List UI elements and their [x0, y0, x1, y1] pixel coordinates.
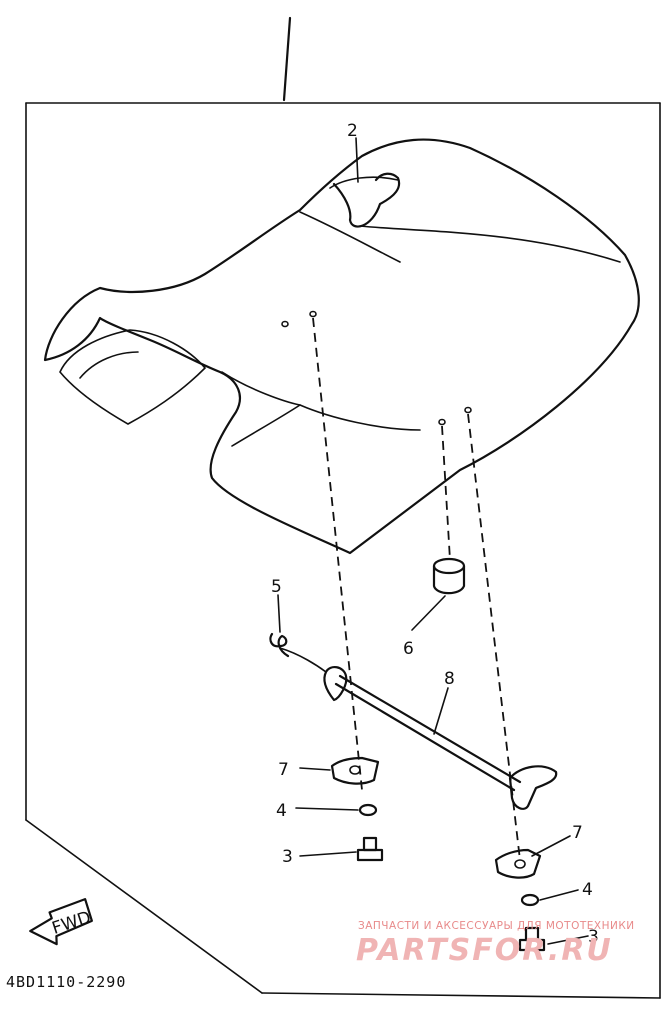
callout-labels: 2 5 6 8 7 4 3 7 4 3: [271, 121, 599, 947]
callout-2: 2: [347, 121, 358, 141]
watermark: ЗАПЧАСТИ И АКСЕССУАРЫ ДЛЯ МОТОТЕХНИКИ PA…: [356, 920, 635, 968]
part-6-damper: [432, 557, 466, 595]
part-3-bolt-right: [518, 926, 546, 952]
callout-3-right: 3: [588, 927, 599, 947]
callout-leaders: [295, 137, 589, 945]
part-4-washer-right: [520, 893, 540, 907]
fwd-arrow-icon: FWD: [29, 898, 94, 946]
callout-4-right: 4: [582, 880, 593, 900]
callout-7-left: 7: [278, 760, 289, 780]
callout-4-left: 4: [276, 801, 287, 821]
part-4-washer-left: [358, 803, 378, 817]
watermark-logo: PARTSFOR.RU: [356, 933, 613, 968]
part-7-bracket-left: [330, 756, 380, 785]
callout-8: 8: [444, 669, 455, 689]
part-8-rod: [279, 647, 558, 810]
part-code: 4BD1110-2290: [6, 973, 126, 991]
part-5-clip: [269, 594, 290, 658]
diagram-frame: [25, 16, 661, 999]
callout-5: 5: [271, 577, 282, 597]
part-3-bolt-left: [356, 836, 384, 862]
watermark-tagline: ЗАПЧАСТИ И АКСЕССУАРЫ ДЛЯ МОТОТЕХНИКИ: [358, 920, 635, 932]
part-7-bracket-right: [494, 848, 542, 879]
assembly-guide-lines: [312, 317, 521, 861]
fwd-label: FWD: [50, 908, 94, 939]
callout-6: 6: [403, 639, 414, 659]
callout-7-right: 7: [572, 823, 583, 843]
callout-3-left: 3: [282, 847, 293, 867]
seat-illustration: [43, 138, 640, 555]
